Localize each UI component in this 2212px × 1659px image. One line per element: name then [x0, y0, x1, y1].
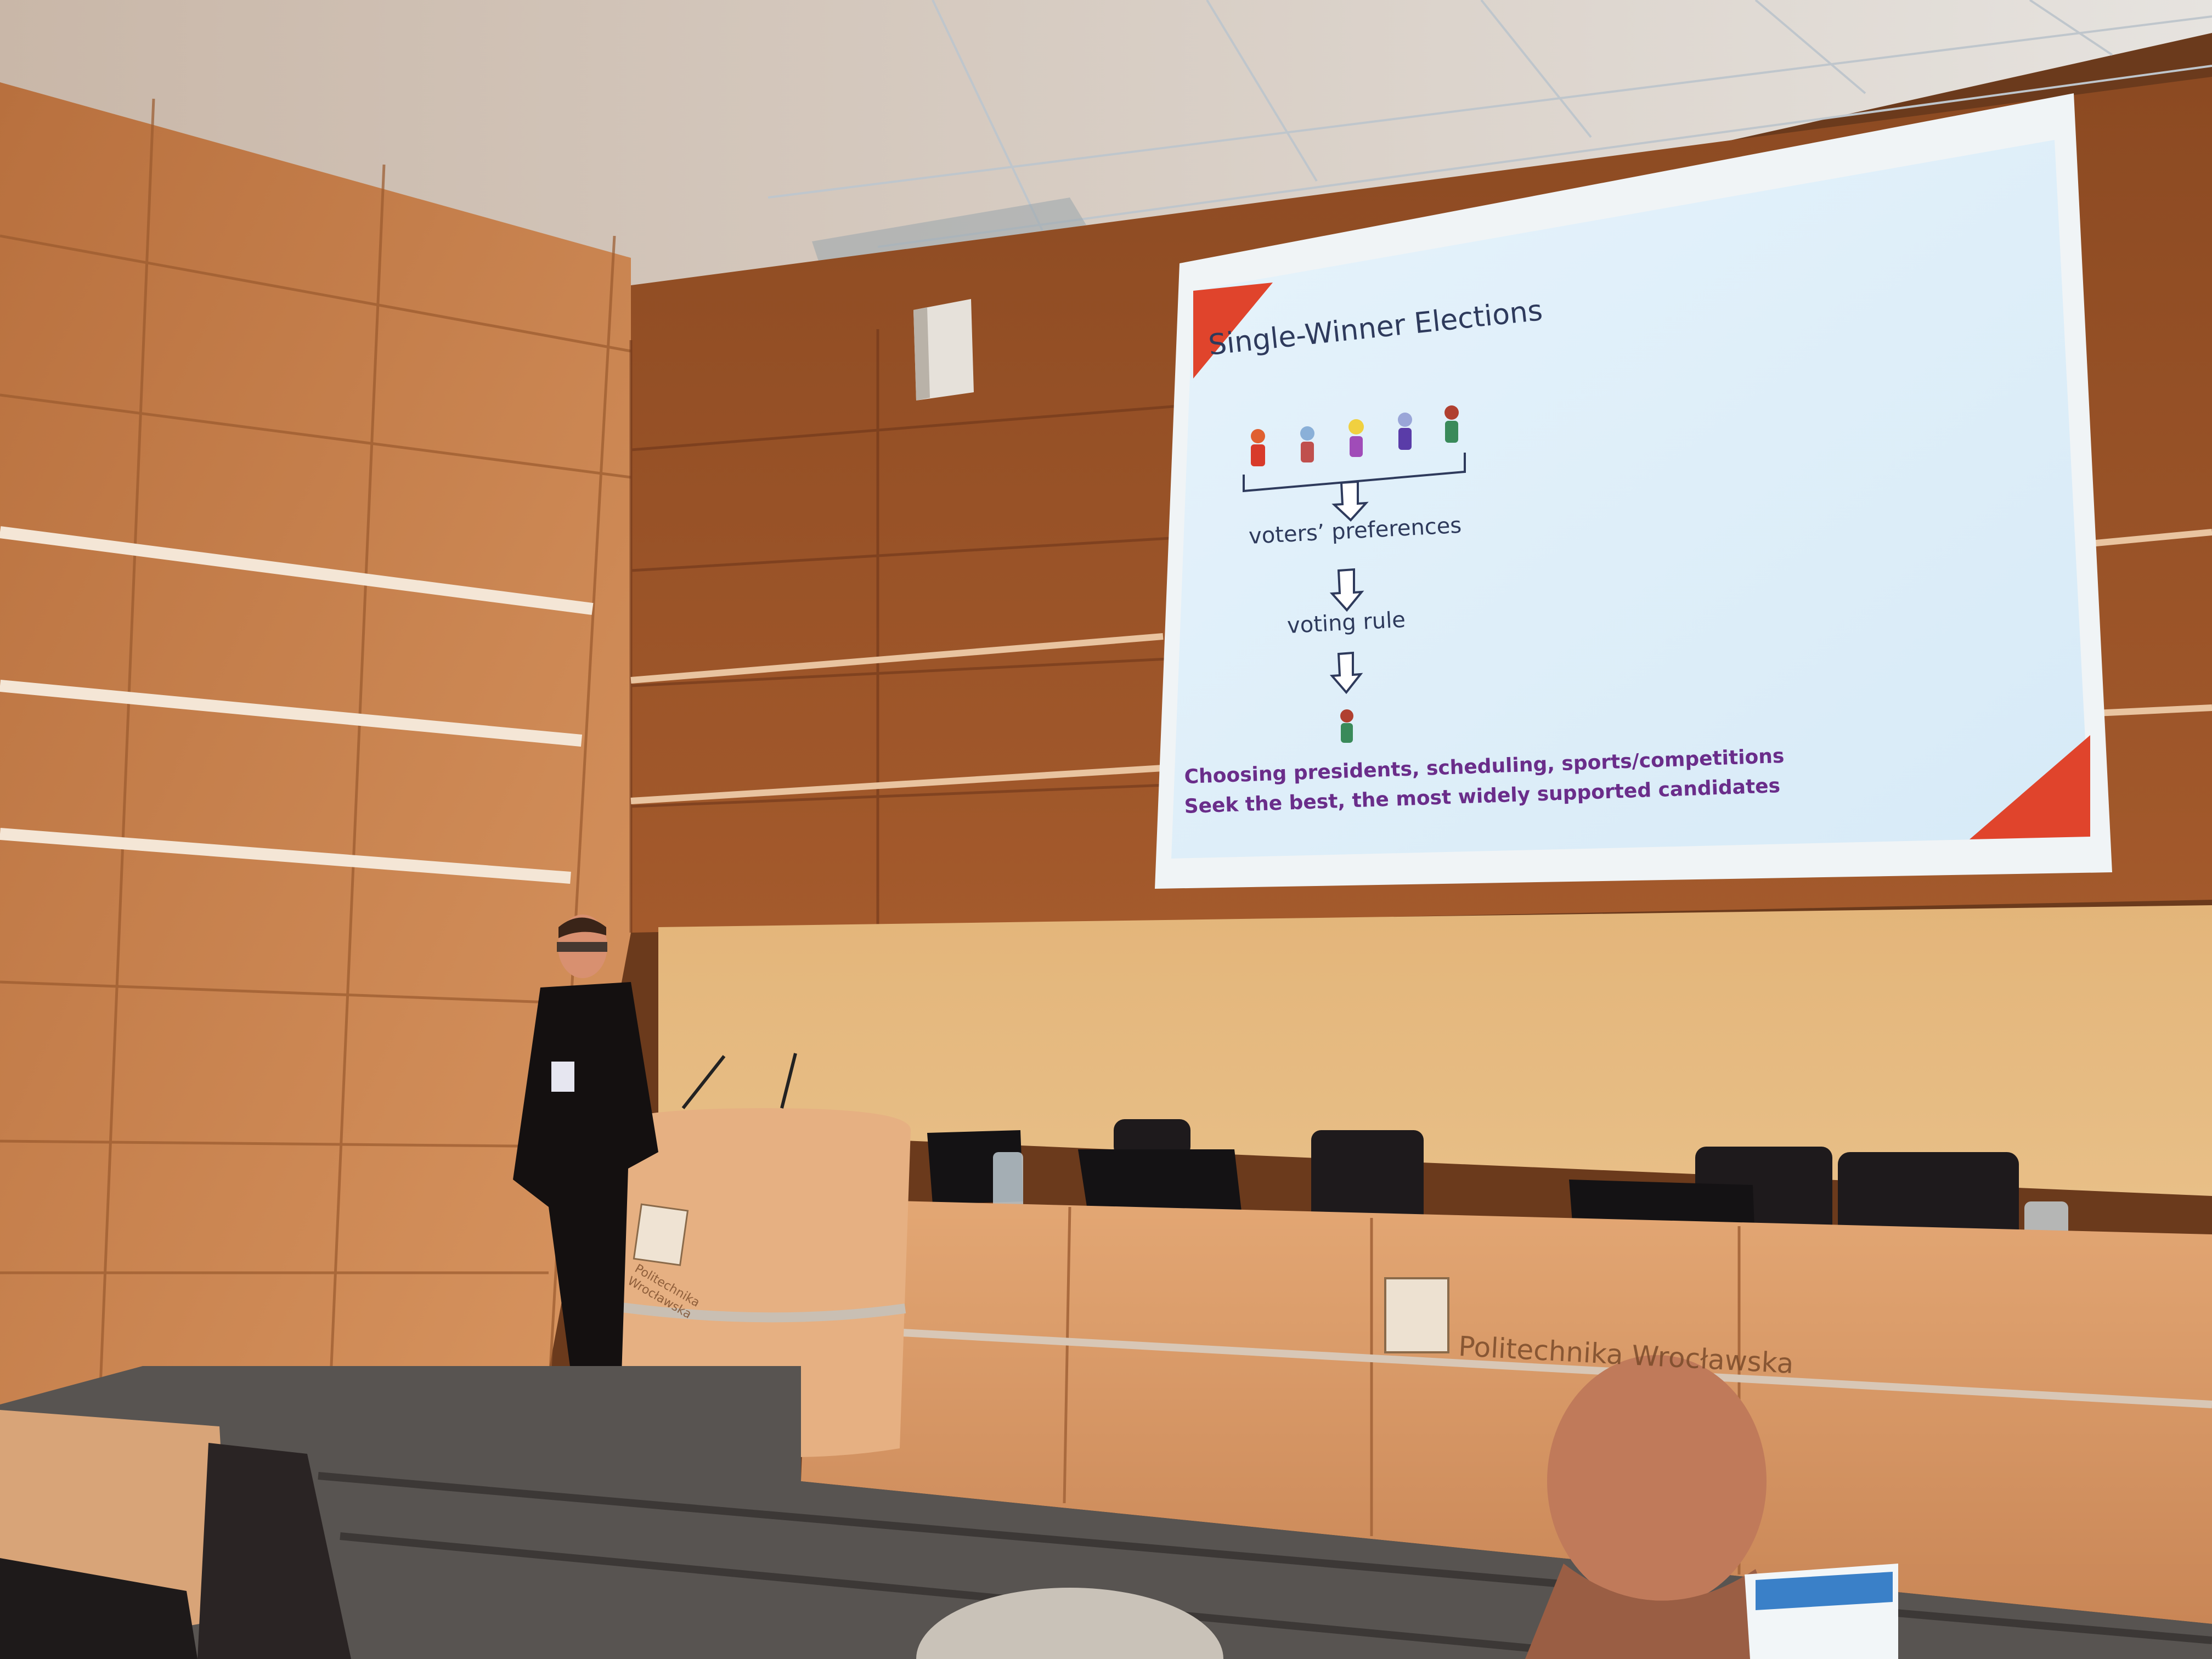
- voter-figure-4: [1398, 413, 1412, 450]
- lower-wall: [658, 905, 2212, 1196]
- voter-figures: [1251, 405, 1459, 466]
- winner-figure: [1340, 709, 1353, 743]
- podium-microphones: [681, 1053, 797, 1109]
- panel-chair: [1114, 1119, 1190, 1158]
- voter-figure-5: [1444, 405, 1459, 443]
- presenter-body: [513, 982, 658, 1432]
- left-wall-panel-lines: [0, 98, 631, 1427]
- flow-arrows: [1329, 480, 1369, 695]
- left-wood-wall: [0, 82, 631, 1426]
- university-logo: [1384, 1277, 1449, 1353]
- conference-badge: [551, 1062, 574, 1092]
- down-arrow-2: [1329, 568, 1364, 612]
- audience-member: [0, 1558, 198, 1659]
- voter-figure-3: [1348, 419, 1364, 457]
- jacket-on-seat: [198, 1443, 351, 1659]
- audience-head: [1547, 1355, 1767, 1607]
- glasses: [557, 942, 607, 952]
- desk-steel-strips: [811, 1324, 2212, 1408]
- voter-figure-2: [1300, 426, 1314, 462]
- right-wall-panel-lines: [629, 329, 1180, 933]
- slide-corner-accent-top: [1193, 283, 1273, 379]
- left-wall-light-strips: [0, 526, 594, 884]
- desk-monitor: [1078, 1149, 1243, 1221]
- water-jug: [993, 1152, 1023, 1210]
- down-arrow-3: [1329, 651, 1363, 695]
- down-arrow-1: [1331, 480, 1369, 522]
- ceiling-grid: [768, 0, 2212, 248]
- voter-figure-1: [1251, 429, 1265, 466]
- projection-screen: [1171, 140, 2090, 859]
- panel-desk: [801, 1199, 2212, 1624]
- slide-corner-accent-bottom: [1970, 735, 2090, 839]
- podium-logo: [633, 1203, 689, 1266]
- panel-chair: [1311, 1130, 1424, 1232]
- audience-head: [916, 1588, 1223, 1659]
- right-wall-light-strips: [630, 529, 2212, 804]
